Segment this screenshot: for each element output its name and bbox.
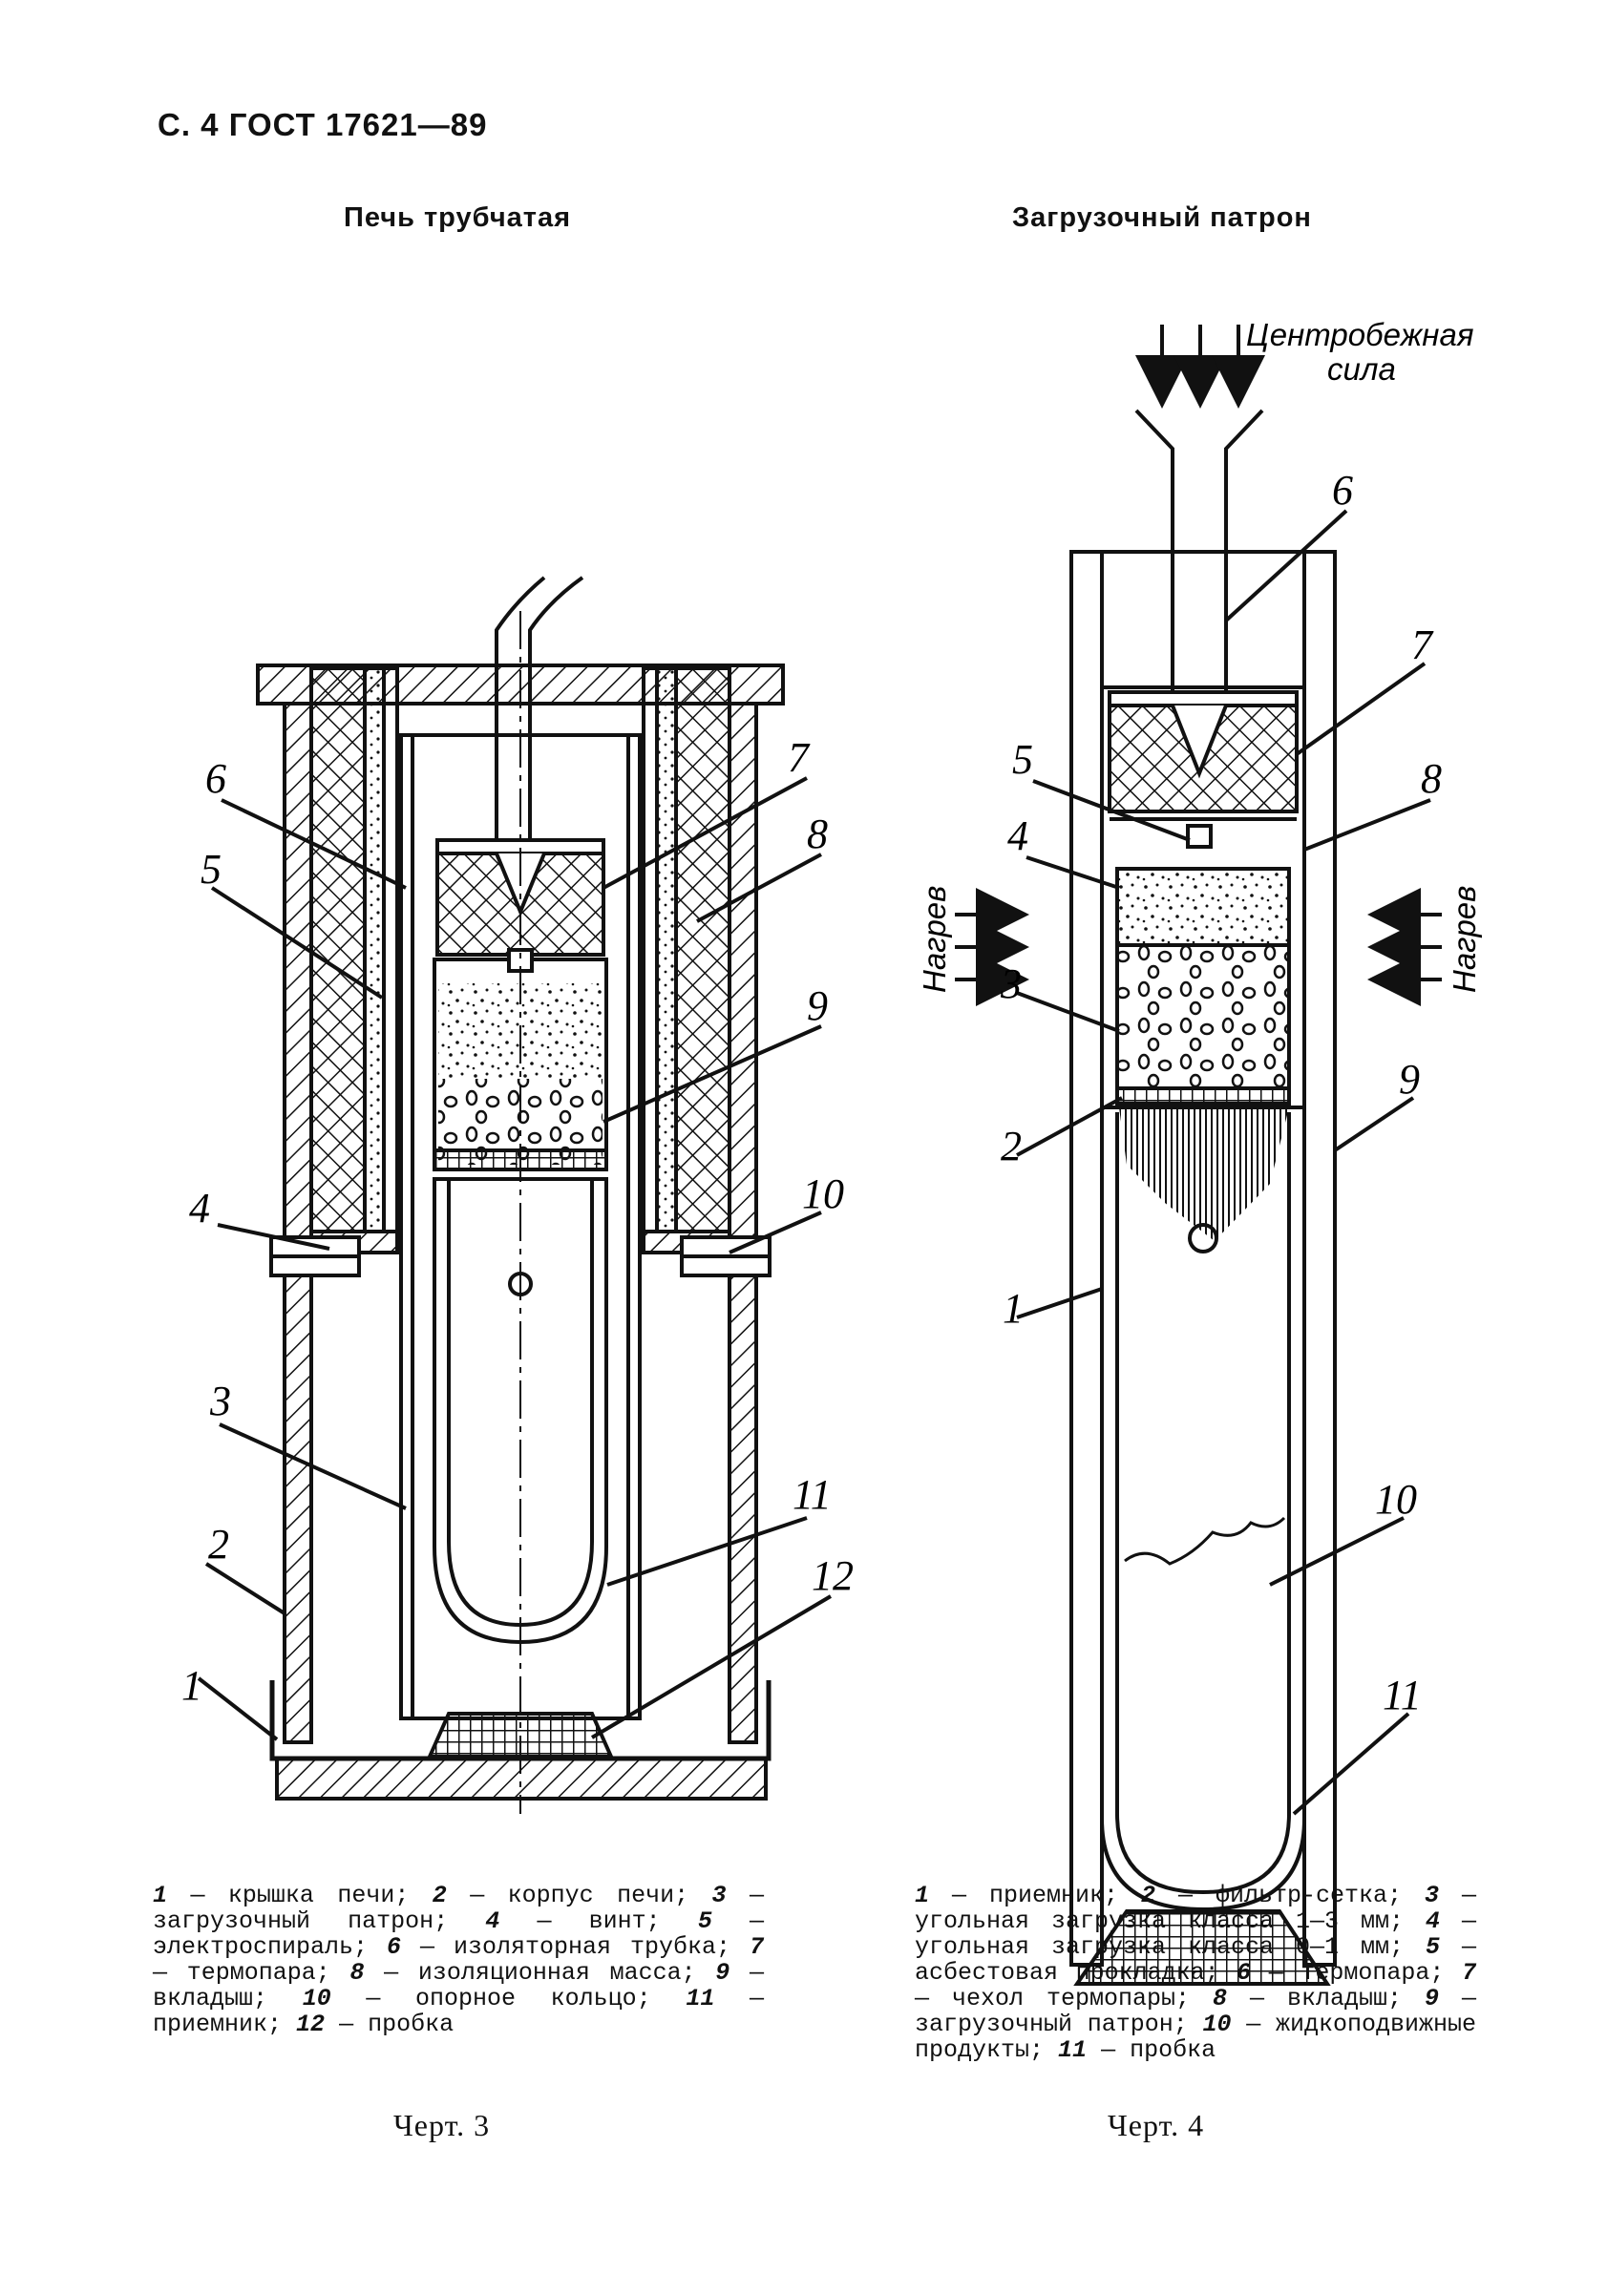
callout-1: 1 [1003, 1285, 1024, 1332]
figure-4-legend: 1 — приемник; 2 — фильтр-сетка; 3 — угол… [915, 1882, 1476, 2064]
figure-4-title: Загрузочный патрон [1012, 202, 1312, 233]
figure-4-caption: Черт. 4 [1108, 2108, 1205, 2142]
callout-3: 3 [1000, 960, 1022, 1007]
callout-5: 5 [1012, 736, 1033, 783]
callout-7: 7 [1411, 621, 1434, 668]
callout-8: 8 [807, 811, 828, 857]
heat-label-right: Нагрев [1447, 886, 1482, 993]
force-label-line1: Центробежная [1246, 317, 1473, 352]
figure-4-drawing [955, 325, 1442, 1986]
callout-1: 1 [181, 1662, 202, 1709]
callout-4: 4 [189, 1185, 210, 1232]
heat-label-left: Нагрев [917, 886, 952, 993]
callout-10: 10 [802, 1170, 844, 1217]
figure-3-drawing [197, 576, 833, 1814]
figure-3-title: Печь трубчатая [344, 202, 572, 233]
callout-10: 10 [1375, 1476, 1417, 1523]
force-label-line2: сила [1327, 351, 1396, 387]
figure-3-caption: Черт. 3 [393, 2108, 491, 2142]
callout-7: 7 [788, 734, 811, 781]
callout-12: 12 [812, 1552, 854, 1599]
callout-3: 3 [209, 1378, 231, 1424]
callout-9: 9 [1399, 1056, 1420, 1103]
callout-9: 9 [807, 982, 828, 1029]
callout-8: 8 [1421, 755, 1442, 802]
callout-2: 2 [208, 1521, 229, 1568]
callout-4: 4 [1007, 812, 1028, 859]
figure-3-legend: 1 — крышка печи; 2 — корпус печи; 3 — за… [153, 1882, 765, 2038]
callout-11: 11 [793, 1471, 832, 1518]
callout-11: 11 [1383, 1672, 1422, 1718]
callout-5: 5 [201, 846, 222, 893]
callout-6: 6 [205, 755, 226, 802]
page-header: С. 4 ГОСТ 17621—89 [158, 107, 488, 142]
callout-2: 2 [1001, 1123, 1022, 1169]
callout-6: 6 [1332, 467, 1353, 514]
